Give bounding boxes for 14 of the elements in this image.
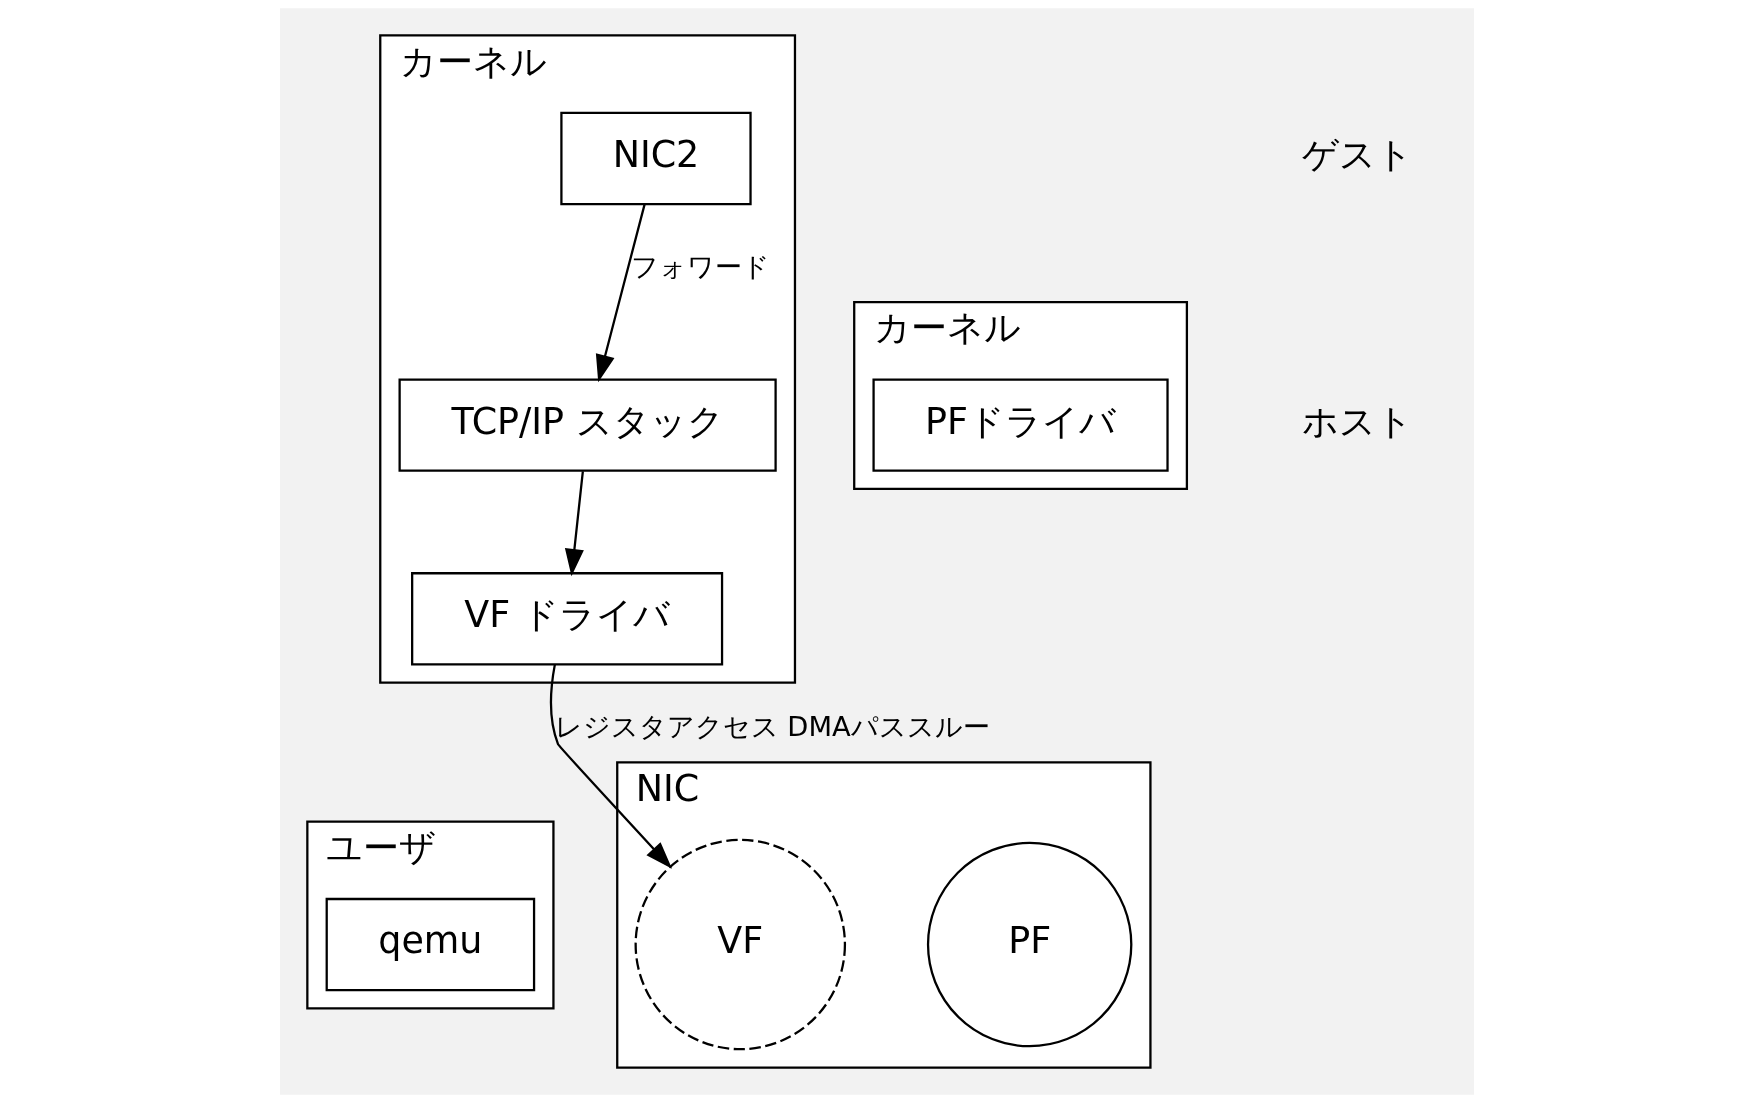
node-circle: VF (634, 838, 846, 1051)
edge-label: フォワード (630, 251, 770, 283)
node-box: NIC2 (559, 111, 752, 206)
node-box: PFドライバ (871, 378, 1169, 472)
arrow (549, 664, 672, 869)
edge-label: レジスタアクセス DMAパススルー (554, 711, 990, 743)
label: ホスト (1301, 399, 1413, 443)
node-box: qemu (325, 897, 535, 992)
label: ゲスト (1301, 133, 1413, 177)
node-box: TCP/IP スタック (398, 378, 777, 472)
node-circle: PF (926, 841, 1132, 1048)
node-box: VF ドライバ (410, 572, 723, 666)
arrow (595, 204, 646, 383)
arrow (564, 471, 584, 577)
